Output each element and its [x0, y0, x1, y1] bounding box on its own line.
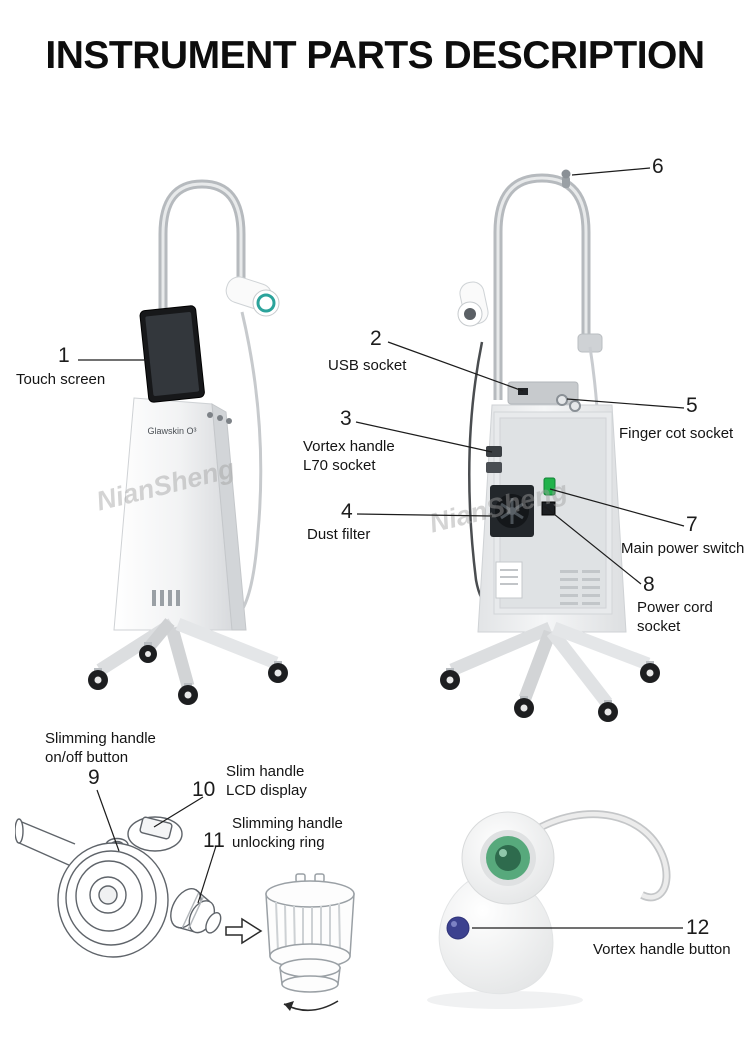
machine-front-view: Glawskin O³ [60, 162, 340, 710]
callout-number-7: 7 [686, 513, 698, 536]
label-dust-filter: Dust filter [307, 526, 371, 543]
callout-number-12: 12 [686, 916, 710, 939]
label-finger-cot-socket: Finger cot socket [619, 425, 734, 442]
button-highlight [451, 921, 457, 927]
hanger-tube [493, 173, 591, 400]
unlocking-ring-cap [252, 868, 370, 1018]
front-vents [152, 590, 180, 606]
machine-body-side [211, 403, 247, 631]
casters [440, 661, 660, 722]
handpiece-cable [240, 311, 263, 611]
vortex-handle-button [446, 916, 470, 940]
slimming-handle-drawing [15, 790, 240, 975]
label-lcd-display: Slim handle LCD display [226, 763, 307, 800]
head-highlight [499, 849, 507, 857]
hanging-handpiece [457, 281, 489, 327]
hanger-hook [561, 169, 571, 188]
callout-number-3: 3 [340, 407, 352, 430]
hanger-tube-highlight [496, 176, 588, 400]
hanger-tube-highlight [161, 182, 243, 397]
label-vortex-socket: Vortex handle L70 socket [303, 438, 395, 475]
brand-text: Glawskin O³ [147, 426, 196, 436]
rotate-arrow-head [284, 1001, 294, 1011]
unlocking-collar [170, 888, 222, 934]
handle-shaft [15, 818, 24, 844]
label-unlocking-ring: Slimming handle unlocking ring [232, 815, 343, 852]
callout-number-6: 6 [652, 155, 664, 178]
label-power-cord-socket: Power cord socket [637, 599, 713, 636]
base-legs [449, 621, 651, 707]
dust-filter [490, 485, 534, 537]
label-onoff-button: Slimming handle on/off button [45, 730, 156, 767]
shadow [427, 991, 583, 1009]
page-title: INSTRUMENT PARTS DESCRIPTION [45, 34, 705, 77]
hanging-handpiece [225, 276, 280, 317]
touch-screen [139, 305, 205, 403]
callout-number-10: 10 [192, 778, 216, 801]
usb-socket [518, 388, 528, 395]
spec-sticker [495, 561, 523, 599]
label-vortex-button: Vortex handle button [593, 941, 731, 958]
label-usb-socket: USB socket [328, 357, 407, 374]
callout-number-9: 9 [88, 766, 100, 789]
callout-number-11: 11 [203, 829, 225, 852]
callout-number-4: 4 [341, 500, 353, 523]
base-legs [96, 617, 279, 688]
handle-cable [529, 810, 671, 902]
label-main-power-switch: Main power switch [621, 540, 745, 557]
casters [88, 642, 288, 705]
label-touch-screen: Touch screen [16, 371, 106, 388]
vortex-handle-photo [420, 798, 688, 1013]
head-center [495, 845, 521, 871]
handle-holder-knobs [207, 412, 232, 424]
callout-number-1: 1 [58, 344, 70, 367]
callout-number-5: 5 [686, 394, 698, 417]
callout-number-8: 8 [643, 573, 655, 596]
callout-number-2: 2 [370, 327, 382, 350]
